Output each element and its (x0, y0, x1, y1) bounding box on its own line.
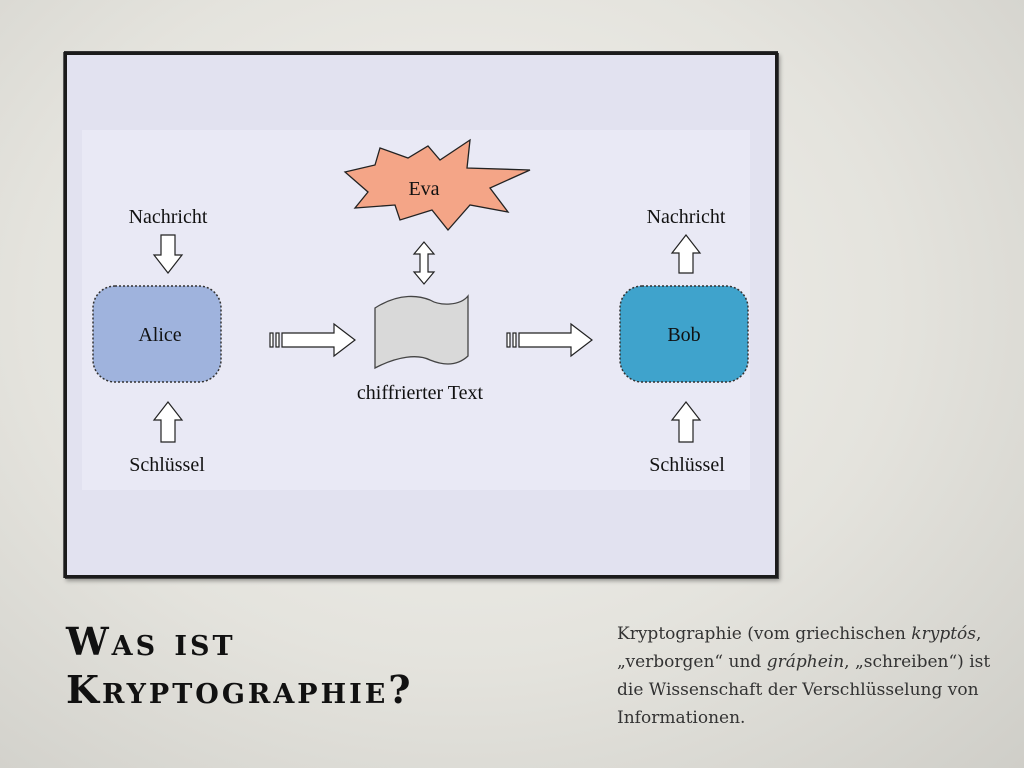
arrow-alice-to-ciphertext (269, 322, 356, 358)
bob-label: Bob (667, 324, 700, 346)
desc-term-graphein: gráphein (766, 652, 845, 672)
arrow-ciphertext-to-bob (506, 322, 593, 358)
key-right-label: Schlüssel (649, 454, 725, 476)
ciphertext-label: chiffrierter Text (357, 382, 484, 404)
slide-title: Was ist Kryptographie? (66, 618, 526, 714)
desc-part1: Kryptographie (vom griechischen (617, 624, 912, 644)
key-left-up-arrow (152, 401, 184, 443)
alice-label: Alice (138, 324, 181, 346)
desc-term-kryptos: kryptós (911, 624, 976, 644)
message-down-arrow (152, 234, 184, 274)
bob-box (619, 285, 749, 383)
eva-burst-shape (343, 138, 531, 232)
alice-box (92, 285, 222, 383)
key-right-up-arrow (670, 401, 702, 443)
eva-label: Eva (408, 178, 439, 200)
message-up-arrow (670, 234, 702, 274)
key-left-label: Schlüssel (129, 454, 205, 476)
slide-description: Kryptographie (vom griechischen kryptós,… (617, 620, 997, 732)
slide-title-line1: Was ist (66, 619, 236, 664)
slide-title-line2: Kryptographie? (66, 667, 414, 712)
desc-part2: , „verborgen“ und (617, 624, 982, 672)
message-left-label: Nachricht (129, 206, 208, 228)
desc-part3: , „schreiben“) ist die Wissenschaft der … (617, 652, 991, 728)
ciphertext-document (374, 294, 469, 370)
message-right-label: Nachricht (647, 206, 726, 228)
eva-double-arrow (412, 241, 436, 285)
